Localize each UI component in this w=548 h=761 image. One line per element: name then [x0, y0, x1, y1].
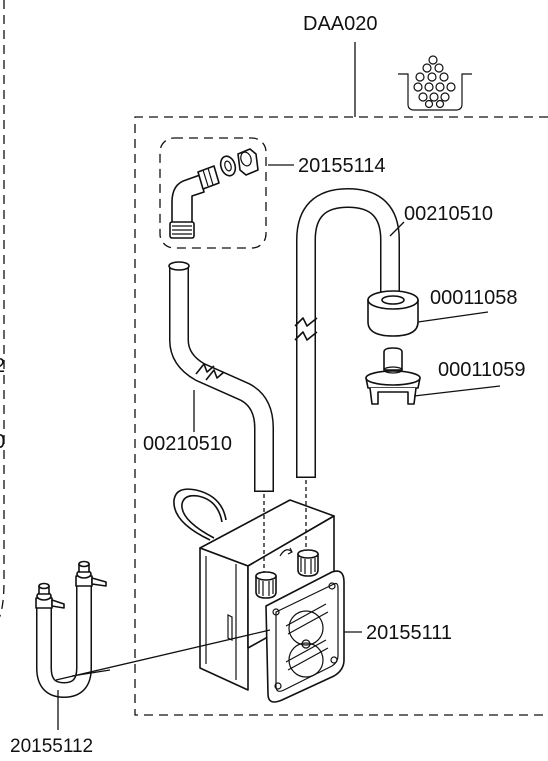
u-tube-label: 20155112 — [10, 736, 93, 757]
kit-label: DAA020 — [303, 13, 378, 35]
left-panel-dashed-border — [0, 0, 5, 618]
u-tube-leader-1 — [55, 629, 271, 681]
pump-unit — [173, 488, 345, 703]
weight-ring — [367, 290, 419, 337]
weight-ring-label: 00011058 — [430, 287, 518, 309]
u-tube — [35, 560, 107, 699]
kit-dashed-frame — [134, 116, 548, 716]
pump-head-label: 20155111 — [366, 622, 452, 644]
tube-upper-label: 00210510 — [404, 203, 493, 225]
suction-tube-lower — [168, 261, 274, 492]
foot-valve — [365, 347, 421, 405]
foot-valve-label: 00011059 — [438, 359, 526, 381]
tube-upper-leader — [389, 221, 405, 237]
elbow-fitting-label: 20155114 — [298, 155, 386, 177]
u-tube-leader-2 — [71, 669, 111, 677]
weight-ring-leader — [417, 311, 489, 323]
left-panel-cut-char-2: 0 — [0, 431, 5, 453]
beaker-with-balls-icon — [398, 55, 472, 111]
foot-valve-leader — [413, 385, 501, 397]
tube-lower-label: 00210510 — [143, 433, 232, 455]
suction-tube-upper — [294, 187, 400, 478]
elbow-fitting — [169, 148, 259, 239]
elbow-fitting-dashed-box — [159, 137, 267, 249]
left-panel-cut-char-1: 2 — [0, 355, 5, 377]
